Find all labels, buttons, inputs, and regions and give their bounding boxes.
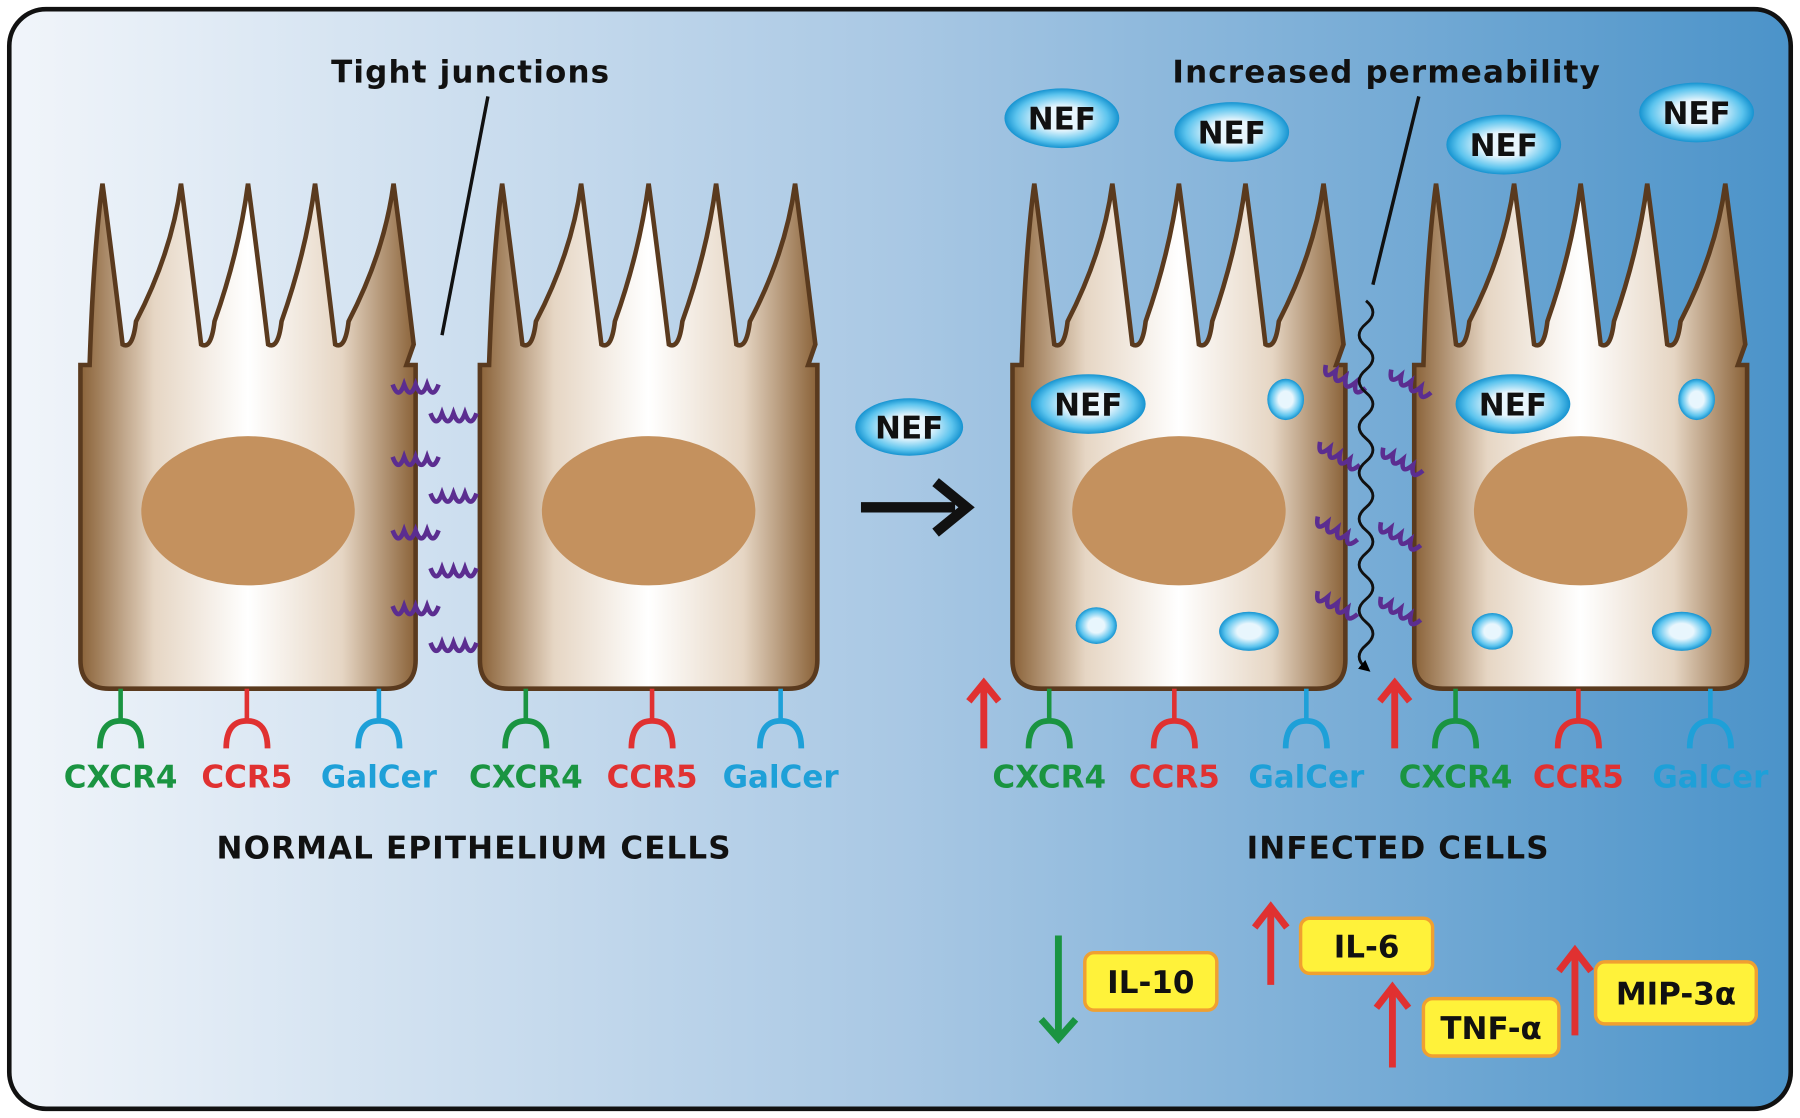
tight-junction-protein bbox=[1380, 447, 1425, 478]
receptor-icon bbox=[502, 717, 550, 749]
receptor-label: GalCer bbox=[723, 759, 840, 795]
nef-particle bbox=[1030, 374, 1146, 434]
receptor-icon bbox=[1282, 717, 1330, 749]
nef-label: NEF bbox=[1054, 388, 1122, 424]
cytokine-label: TNF-α bbox=[1440, 1011, 1541, 1047]
permeability-wavy-arrow bbox=[1357, 299, 1375, 672]
nef-particle bbox=[1174, 102, 1290, 162]
tight-junction-protein bbox=[1314, 590, 1360, 621]
upregulation-arrow-head bbox=[1251, 901, 1290, 930]
receptor-label: GalCer bbox=[1248, 759, 1365, 795]
receptor-label: CCR5 bbox=[607, 759, 698, 795]
receptor-label: CCR5 bbox=[1533, 759, 1624, 795]
nef-transition: NEF bbox=[855, 398, 975, 537]
receptor-upregulation-arrow-icon-head bbox=[1377, 677, 1413, 704]
tight-junction-protein bbox=[390, 450, 441, 468]
tight-junction-protein bbox=[428, 561, 479, 579]
nef-vesicle bbox=[1075, 607, 1117, 644]
cytokine-label: IL-10 bbox=[1107, 965, 1194, 1001]
normal-panel-title: NORMAL EPITHELIUM CELLS bbox=[217, 831, 732, 867]
receptor-icon bbox=[1025, 717, 1073, 749]
nef-label: NEF bbox=[1479, 388, 1547, 424]
nef-particle bbox=[1004, 88, 1120, 149]
cells-layer bbox=[78, 183, 1750, 692]
tight-junction-protein bbox=[1378, 596, 1423, 627]
nucleus bbox=[541, 436, 756, 586]
nef-particle bbox=[1455, 374, 1571, 434]
nef-vesicle bbox=[1219, 611, 1279, 651]
infected-panel-title: INFECTED CELLS bbox=[1247, 831, 1550, 867]
receptor-label: CXCR4 bbox=[1399, 759, 1513, 795]
receptor-icon bbox=[1686, 717, 1734, 749]
nucleus bbox=[1473, 436, 1688, 586]
receptor-icon bbox=[355, 717, 403, 749]
receptor-icon bbox=[223, 717, 271, 749]
receptor-label: CXCR4 bbox=[992, 759, 1106, 795]
tight-junctions-label: Tight junctions bbox=[331, 55, 610, 91]
nef-label: NEF bbox=[1198, 115, 1266, 151]
nef-particle bbox=[855, 398, 964, 456]
tight-junction-protein bbox=[390, 523, 441, 541]
cytokine-box bbox=[1593, 960, 1759, 1026]
upregulation-arrow-head bbox=[1373, 981, 1412, 1010]
nucleus bbox=[1072, 436, 1286, 586]
nef-label: NEF bbox=[875, 410, 943, 446]
tight-junction-protein bbox=[390, 377, 441, 395]
nef-particle bbox=[1446, 114, 1562, 175]
receptor-label: CCR5 bbox=[1129, 759, 1220, 795]
receptor-icon bbox=[628, 717, 676, 749]
nef-vesicle bbox=[1651, 611, 1712, 651]
receptor-upregulation-arrow-icon-head bbox=[966, 677, 1002, 704]
tight-junction-protein bbox=[390, 599, 441, 617]
nef-vesicle bbox=[1267, 378, 1305, 421]
tight-junctions-layer bbox=[390, 364, 1433, 654]
cytokine-label: IL-6 bbox=[1334, 929, 1400, 965]
cytokine-label: MIP-3α bbox=[1616, 976, 1736, 1012]
receptor-icon bbox=[1554, 717, 1602, 749]
permeability-pointer bbox=[1371, 96, 1421, 286]
receptor-icon bbox=[1150, 717, 1198, 749]
cytokine-box bbox=[1298, 916, 1435, 976]
nef-vesicle bbox=[1471, 612, 1513, 650]
receptor-label: CXCR4 bbox=[64, 759, 178, 795]
increased-permeability-label: Increased permeability bbox=[1172, 55, 1601, 91]
receptor-label: CCR5 bbox=[201, 759, 292, 795]
tight-junction-protein bbox=[1314, 516, 1360, 547]
downregulation-arrow-head bbox=[1038, 1017, 1079, 1045]
tight-junction-protein bbox=[1323, 364, 1368, 395]
tight-junctions-pointer bbox=[440, 96, 490, 336]
receptors-layer: CXCR4 CCR5 GalCer CXCR4 CCR5 GalCer CXCR4 CCR5 G… bbox=[64, 677, 1769, 795]
nef-label: NEF bbox=[1662, 96, 1730, 132]
cytokine-tnf-: TNF-α bbox=[1373, 981, 1561, 1068]
receptor-icon bbox=[1432, 717, 1480, 749]
nef-particle bbox=[1639, 82, 1754, 143]
cytokine-il-10: IL-10 bbox=[1038, 935, 1219, 1045]
cytokine-il-6: IL-6 bbox=[1251, 901, 1435, 985]
nef-label: NEF bbox=[1028, 102, 1096, 138]
tight-junction-protein bbox=[428, 406, 479, 424]
receptor-label: GalCer bbox=[321, 759, 438, 795]
upregulation-arrow-head bbox=[1556, 944, 1594, 974]
receptor-icon bbox=[757, 717, 805, 749]
receptor-label: GalCer bbox=[1652, 759, 1769, 795]
tight-junction-protein bbox=[428, 635, 479, 654]
cytokine-box bbox=[1421, 996, 1561, 1058]
nucleus bbox=[141, 436, 355, 586]
receptor-label: CXCR4 bbox=[469, 759, 583, 795]
cytokine-box bbox=[1083, 950, 1219, 1012]
tight-junction-protein bbox=[1388, 369, 1433, 400]
diagram-frame bbox=[6, 6, 1794, 1112]
receptor-icon bbox=[97, 717, 145, 749]
nef-vesicle bbox=[1678, 378, 1715, 421]
tight-junction-protein bbox=[1317, 441, 1362, 472]
nef-label: NEF bbox=[1470, 128, 1538, 164]
nef-layer: NEF NEF NEF NEF NEF NEF bbox=[1004, 82, 1754, 651]
tight-junction-protein bbox=[428, 486, 479, 504]
tight-junction-protein bbox=[1378, 521, 1423, 552]
cytokine-mip-3-: MIP-3α bbox=[1556, 944, 1759, 1036]
